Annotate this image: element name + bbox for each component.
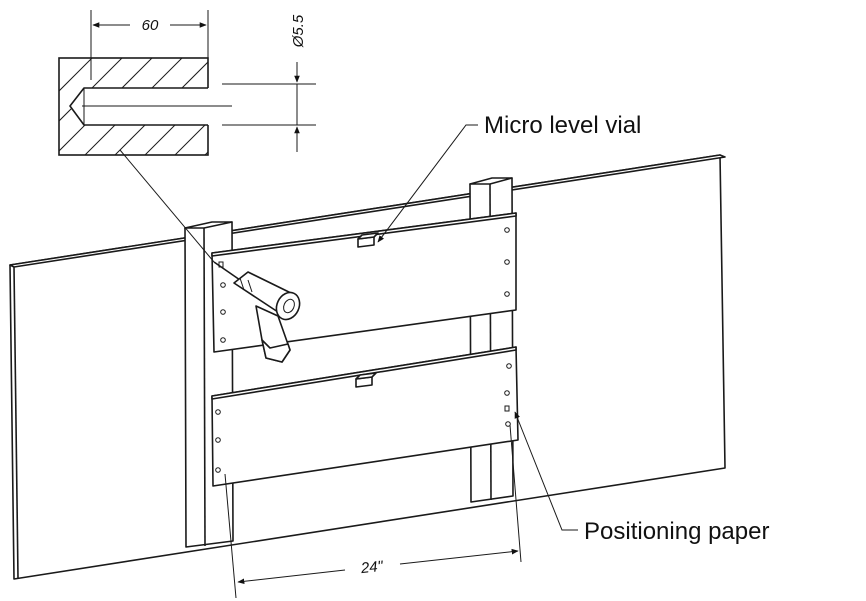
diameter-dimension: Ø5.5 [290,14,307,48]
mounting-hole [505,391,510,396]
mounting-hole [221,283,226,288]
mounting-hole [216,410,221,415]
mounting-hole [216,468,221,473]
width-dimension: 60 [142,17,159,34]
mounting-hole [505,292,510,297]
micro-level-vial-label: Micro level vial [484,112,641,139]
spacing-dimension-label: 24" [359,558,384,577]
mounting-hole [221,338,226,343]
positioning-paper-label: Positioning paper [584,518,769,545]
wall [10,155,725,579]
mounting-hole [216,438,221,443]
mounting-hole [505,260,510,265]
mounting-hole [505,228,510,233]
mounting-hole [221,310,226,315]
mounting-hole [507,364,512,369]
